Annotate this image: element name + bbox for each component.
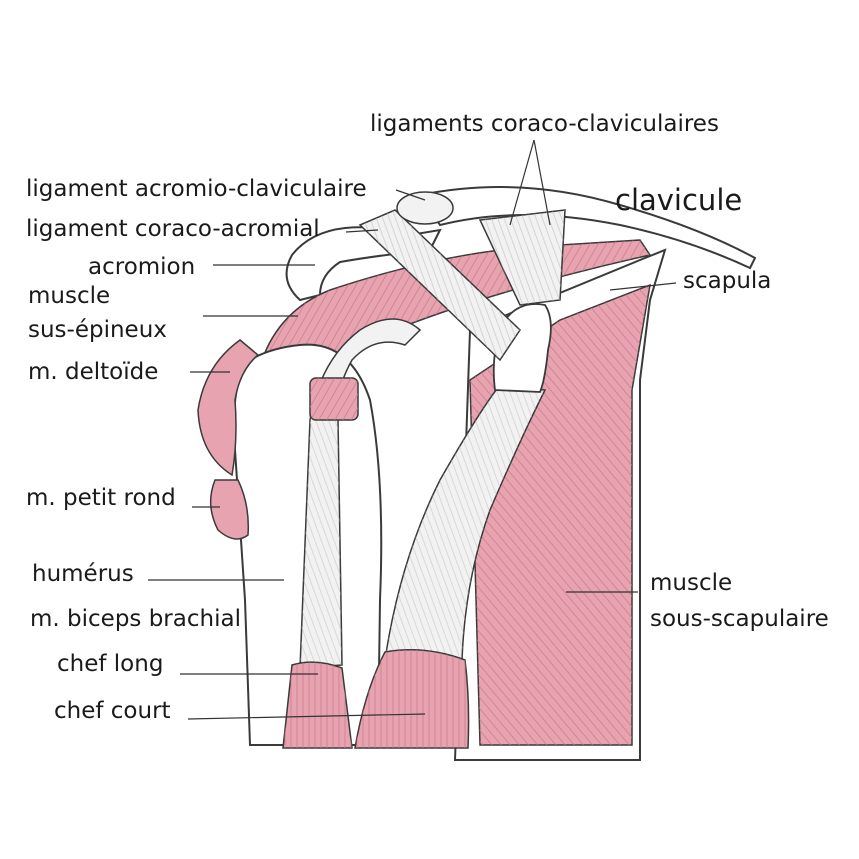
label-muscle-sus-epineux-line2: sus-épineux: [28, 317, 167, 343]
label-acromion: acromion: [88, 254, 196, 280]
label-chef-long: chef long: [57, 651, 164, 677]
label-m-deltoide: m. deltoïde: [28, 359, 159, 385]
label-scapula: scapula: [683, 268, 772, 294]
label-muscle-sus-epineux-line1: muscle: [28, 283, 111, 309]
label-humerus: humérus: [32, 561, 134, 587]
label-ligaments-coraco-claviculaires: ligaments coraco-claviculaires: [370, 111, 719, 137]
acromio-clavicular-ligament: [396, 191, 454, 225]
label-m-biceps-brachial: m. biceps brachial: [30, 606, 241, 632]
label-muscle-sous-scapulaire-line1: muscle: [650, 570, 733, 596]
label-ligament-acromio-claviculaire: ligament acromio-claviculaire: [26, 176, 367, 202]
deltoid-muscle: [197, 339, 260, 477]
label-muscle-sous-scapulaire-line2: sous-scapulaire: [650, 606, 829, 632]
label-ligament-coraco-acromial: ligament coraco-acromial: [26, 216, 320, 242]
label-clavicule: clavicule: [615, 183, 743, 217]
label-m-petit-rond: m. petit rond: [26, 485, 176, 511]
leader-lines: [148, 139, 677, 720]
label-chef-court: chef court: [54, 698, 171, 724]
teres-minor-muscle: [209, 479, 250, 540]
